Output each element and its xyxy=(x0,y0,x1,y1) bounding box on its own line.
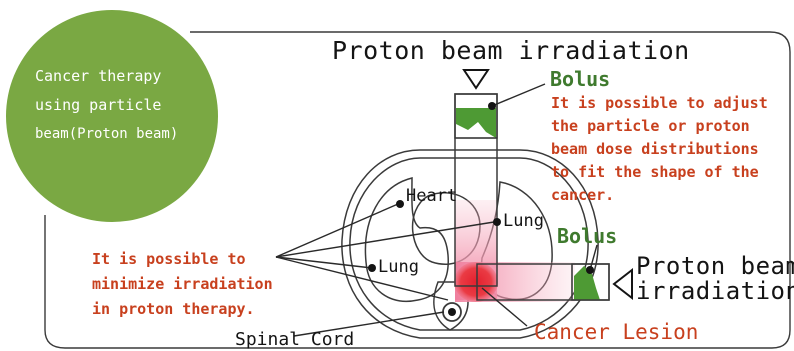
note-minimize-line-1: It is possible to xyxy=(92,247,282,272)
note-adjust-line-2: the particle or proton xyxy=(551,115,787,138)
lung-left-label: Lung xyxy=(378,257,419,277)
heart-dot xyxy=(396,200,404,208)
beam-arrow-right xyxy=(614,270,632,298)
beam-arrow-top xyxy=(464,70,488,88)
bolus-right-dot xyxy=(586,266,594,274)
main-circle-text: Cancer therapy using particle beam(Proto… xyxy=(35,62,205,149)
spinal-cord-dot xyxy=(448,308,456,316)
note-adjust-dose: It is possible to adjust the particle or… xyxy=(551,92,787,207)
bolus-top-shape xyxy=(456,108,496,138)
bolus-top-label: Bolus xyxy=(550,67,610,91)
beam-right-label: Proton beam irradiation xyxy=(636,254,794,304)
main-circle-line-2: using particle xyxy=(35,91,205,120)
bolus-right-label: Bolus xyxy=(557,224,617,248)
beam-right-line-2: irradiation xyxy=(636,279,794,304)
note-minimize-irradiation: It is possible to minimize irradiation i… xyxy=(92,247,282,322)
beam-right-line-1: Proton beam xyxy=(636,254,794,279)
spinal-cord-label: Spinal Cord xyxy=(235,329,354,350)
note-minimize-line-3: in proton therapy. xyxy=(92,297,282,322)
beam-top-label: Proton beam irradiation xyxy=(332,36,690,65)
main-circle-line-1: Cancer therapy xyxy=(35,62,205,91)
lung-left-dot xyxy=(368,264,376,272)
note-minimize-line-2: minimize irradiation xyxy=(92,272,282,297)
bolus-top-dot xyxy=(488,102,496,110)
cancer-lesion-label: Cancer Lesion xyxy=(534,320,698,344)
heart-label: Heart xyxy=(406,186,457,206)
lung-right-dot xyxy=(493,218,501,226)
note-adjust-line-1: It is possible to adjust xyxy=(551,92,787,115)
note-adjust-line-4: to fit the shape of the xyxy=(551,161,787,184)
note-adjust-line-5: cancer. xyxy=(551,184,787,207)
main-circle-line-3: beam(Proton beam) xyxy=(35,120,205,149)
note-adjust-line-3: beam dose distributions xyxy=(551,138,787,161)
lung-right-label: Lung xyxy=(503,211,544,231)
